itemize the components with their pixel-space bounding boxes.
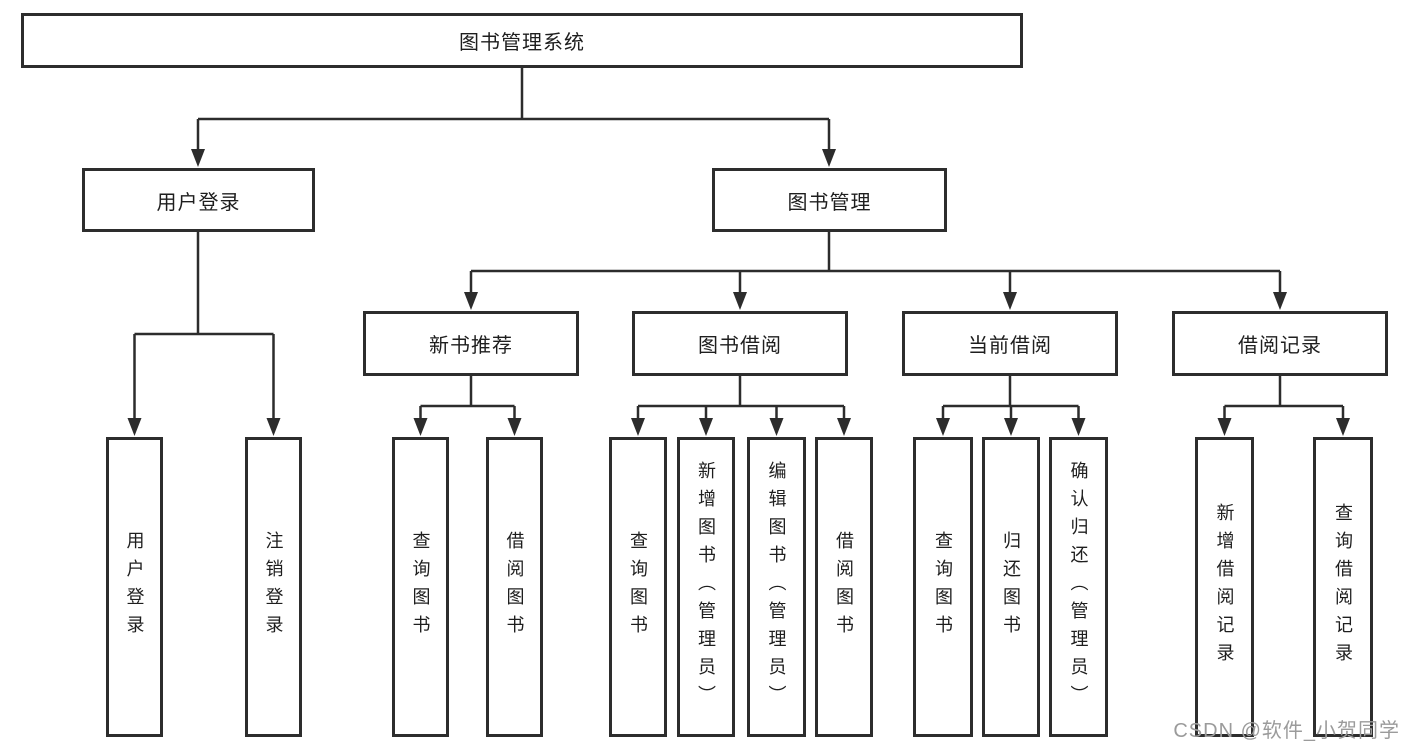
leaf-logout-label: 注销登录: [263, 531, 284, 643]
arrow-down-icon: [699, 418, 713, 436]
node-current-borrowing-label: 当前借阅: [968, 335, 1052, 357]
node-new-book-recommend: 新书推荐: [363, 311, 579, 376]
leaf-query-books-current-label: 查询图书: [933, 531, 953, 643]
arrow-down-icon: [631, 418, 645, 436]
arrow-down-icon: [1217, 418, 1232, 436]
arrow-down-icon: [837, 418, 851, 436]
arrow-down-icon: [936, 418, 950, 436]
leaf-user-login-label: 用户登录: [124, 531, 145, 643]
node-current-borrowing: 当前借阅: [902, 311, 1118, 376]
arrow-down-icon: [769, 418, 784, 436]
arrow-down-icon: [1071, 418, 1086, 436]
arrow-down-icon: [1003, 292, 1017, 310]
node-borrowing-records: 借阅记录: [1172, 311, 1388, 376]
node-book-borrowing-label: 图书借阅: [698, 335, 782, 357]
node-book-management-label: 图书管理: [787, 191, 872, 214]
edge-book-borrowing-to-leaves: [631, 376, 851, 436]
leaf-logout: 注销登录: [245, 437, 302, 737]
node-book-management: 图书管理: [712, 168, 947, 232]
leaf-borrow-books-recommend: 借阅图书: [486, 437, 543, 737]
arrow-down-icon: [1004, 418, 1018, 436]
node-borrowing-records-label: 借阅记录: [1238, 335, 1322, 357]
leaf-edit-book-admin-label: 编辑图书（管理员）: [766, 461, 787, 713]
csdn-watermark: CSDN @软件_小贺同学: [1173, 714, 1400, 743]
leaf-user-login: 用户登录: [106, 437, 163, 737]
arrow-down-icon: [507, 418, 522, 436]
node-user-login-label: 用户登录: [156, 191, 241, 214]
leaf-edit-book-admin: 编辑图书（管理员）: [747, 437, 806, 737]
edge-new-book-recommend-to-leaves: [413, 376, 522, 436]
leaf-borrow-books-borrowing-label: 借阅图书: [834, 531, 854, 643]
arrow-down-icon: [266, 418, 281, 436]
leaf-query-books-recommend-label: 查询图书: [410, 531, 431, 643]
leaf-query-borrow-record: 查询借阅记录: [1313, 437, 1373, 737]
leaf-query-books-borrowing: 查询图书: [609, 437, 667, 737]
leaf-borrow-books-borrowing: 借阅图书: [815, 437, 873, 737]
arrow-down-icon: [464, 292, 478, 310]
node-user-login: 用户登录: [82, 168, 315, 232]
leaf-add-book-admin: 新增图书（管理员）: [677, 437, 735, 737]
edge-book-management-to-level3: [464, 232, 1287, 310]
leaf-query-books-borrowing-label: 查询图书: [628, 531, 648, 643]
node-new-book-recommend-label: 新书推荐: [429, 335, 513, 357]
node-book-borrowing: 图书借阅: [632, 311, 848, 376]
arrow-down-icon: [733, 292, 747, 310]
leaf-confirm-return-admin-label: 确认归还（管理员）: [1068, 461, 1089, 713]
node-root-label: 图书管理系统: [459, 32, 585, 54]
leaf-return-book-label: 归还图书: [1001, 531, 1021, 643]
leaf-return-book: 归还图书: [982, 437, 1040, 737]
leaf-borrow-books-recommend-label: 借阅图书: [504, 531, 525, 643]
edge-current-borrowing-to-leaves: [936, 376, 1086, 436]
leaf-query-borrow-record-label: 查询借阅记录: [1333, 503, 1353, 671]
arrow-down-icon: [127, 418, 142, 436]
arrow-down-icon: [413, 418, 428, 436]
arrow-down-icon: [1336, 418, 1350, 436]
leaf-add-borrow-record: 新增借阅记录: [1195, 437, 1254, 737]
arrow-down-icon: [191, 149, 205, 167]
edge-user-login-to-leaves: [127, 232, 281, 436]
leaf-add-book-admin-label: 新增图书（管理员）: [696, 461, 716, 713]
leaf-add-borrow-record-label: 新增借阅记录: [1214, 503, 1235, 671]
csdn-watermark-text: CSDN @软件_小贺同学: [1173, 720, 1400, 742]
arrow-down-icon: [1273, 292, 1287, 310]
leaf-query-books-recommend: 查询图书: [392, 437, 449, 737]
node-root: 图书管理系统: [21, 13, 1023, 68]
edge-root-to-level2: [191, 68, 836, 167]
arrow-down-icon: [822, 149, 836, 167]
leaf-query-books-current: 查询图书: [913, 437, 973, 737]
edge-borrowing-records-to-leaves: [1217, 376, 1350, 436]
leaf-confirm-return-admin: 确认归还（管理员）: [1049, 437, 1108, 737]
